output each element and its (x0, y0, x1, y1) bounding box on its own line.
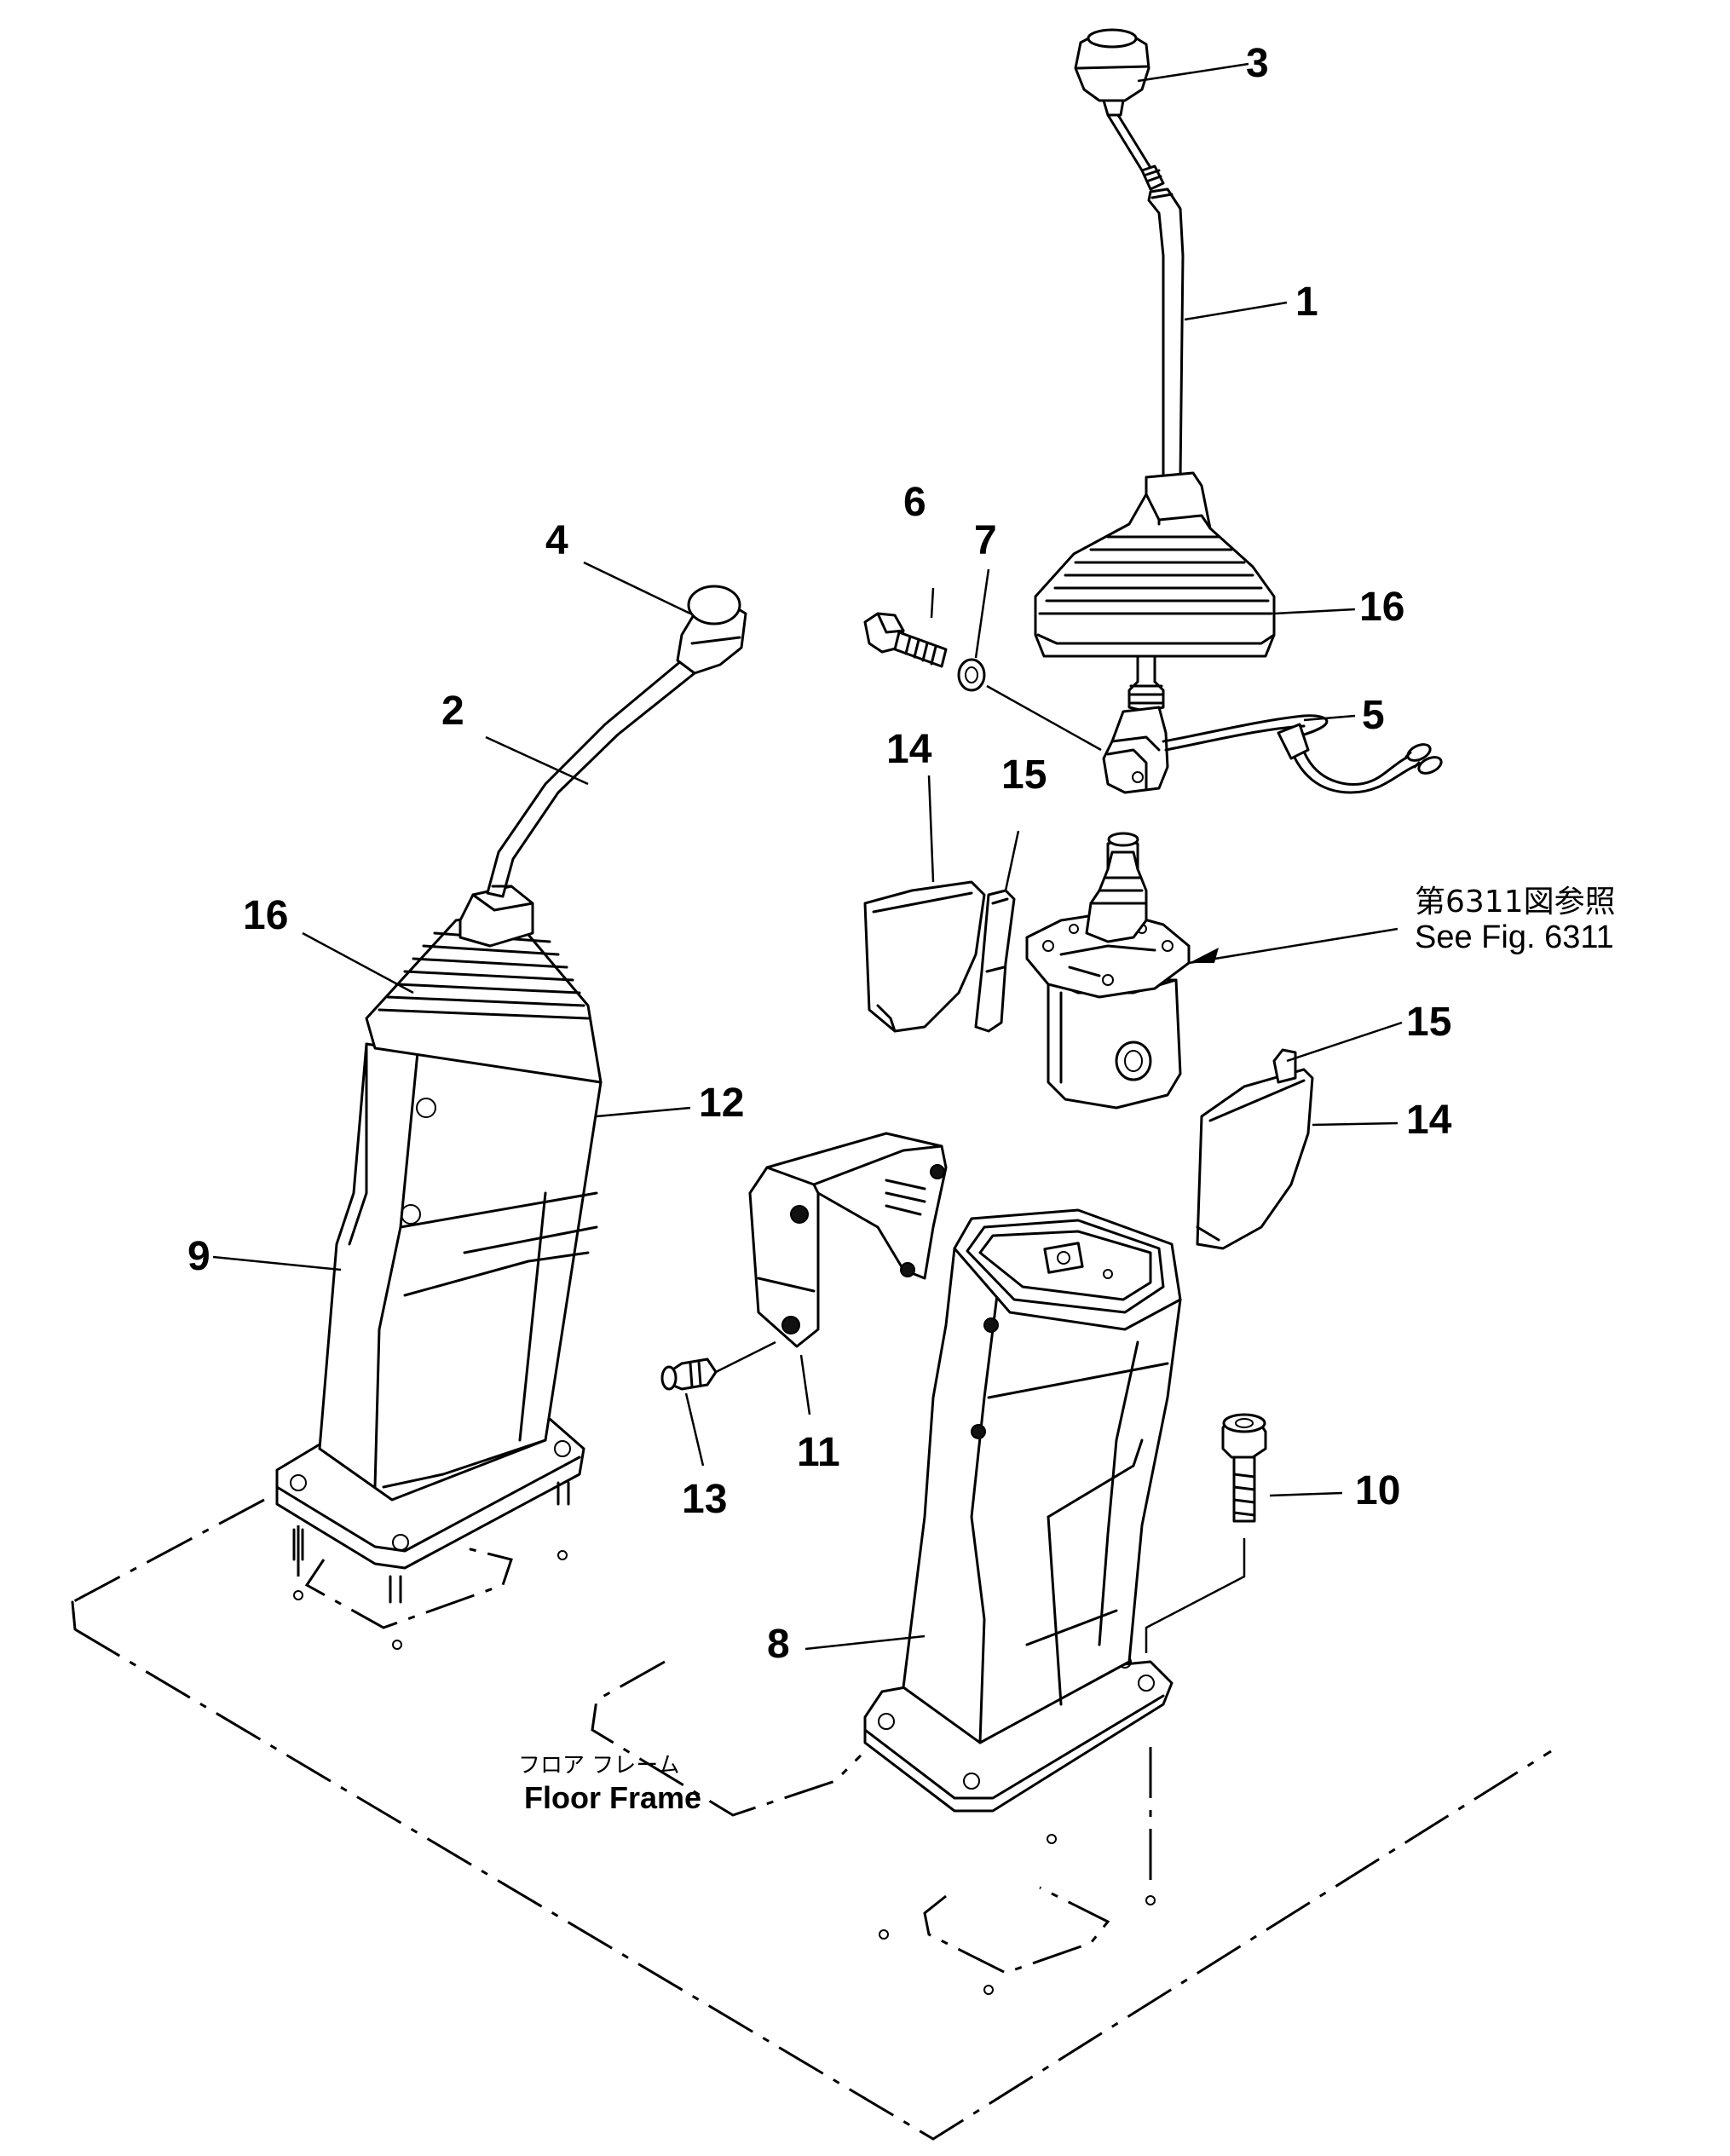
callout-8: 8 (767, 1622, 790, 1667)
callout-4: 4 (545, 518, 568, 563)
left-spacer-15 (974, 889, 1016, 1033)
callout-labels: 3 1 16 5 6 7 14 15 15 14 12 9 16 2 4 11 … (187, 41, 1452, 1667)
arrow-head (1189, 948, 1219, 963)
reference-japanese: 第6311図参照 (1415, 885, 1616, 919)
callout-6: 6 (903, 480, 926, 525)
washer-7 (957, 658, 1102, 752)
callout-15-right: 15 (1406, 1000, 1451, 1045)
left-console-stand (275, 1042, 603, 1604)
callout-3: 3 (1246, 41, 1269, 86)
callout-14-right: 14 (1406, 1098, 1452, 1143)
right-lever-boot (1034, 471, 1276, 658)
lever-joint (1102, 654, 1169, 794)
ppc-valve (1025, 832, 1191, 1110)
callout-12: 12 (699, 1081, 744, 1126)
callout-7: 7 (974, 518, 997, 563)
floor-frame-japanese: フロア フレーム (518, 1753, 680, 1778)
wire-harness (1162, 714, 1443, 794)
right-spacer-15 (1272, 1048, 1297, 1084)
callout-16-right: 16 (1359, 585, 1404, 630)
left-lever-knob (676, 585, 747, 675)
bolt-10 (1145, 1413, 1267, 1653)
mounting-bracket (748, 1132, 948, 1348)
right-lever-knob (1074, 28, 1150, 117)
callout-5: 5 (1362, 693, 1385, 738)
callout-1: 1 (1295, 280, 1318, 325)
callout-9: 9 (187, 1234, 210, 1279)
right-control-lever (1106, 113, 1185, 483)
callout-2: 2 (441, 689, 464, 734)
callout-13: 13 (682, 1477, 727, 1522)
callout-11: 11 (797, 1430, 840, 1475)
right-pad-14 (1196, 1068, 1314, 1250)
leader-lines (212, 62, 1403, 1651)
floor-frame-english: Floor Frame (524, 1780, 701, 1815)
left-lever-boot (365, 885, 603, 1084)
figure-reference-note: 第6311図参照 See Fig. 6311 (1415, 885, 1616, 955)
reference-english: See Fig. 6311 (1415, 919, 1614, 955)
callout-16-left: 16 (243, 893, 288, 938)
bolt-13 (660, 1340, 776, 1391)
left-pad-14 (863, 880, 986, 1033)
callout-10: 10 (1355, 1468, 1400, 1513)
left-control-lever (486, 659, 696, 898)
callout-14-left: 14 (886, 727, 932, 772)
floor-frame (71, 1498, 1552, 2141)
floor-frame-label: フロア フレーム Floor Frame (518, 1753, 701, 1815)
callout-15-left: 15 (1001, 752, 1047, 798)
right-console-stand (863, 1208, 1182, 1813)
bolt-6 (863, 612, 948, 668)
